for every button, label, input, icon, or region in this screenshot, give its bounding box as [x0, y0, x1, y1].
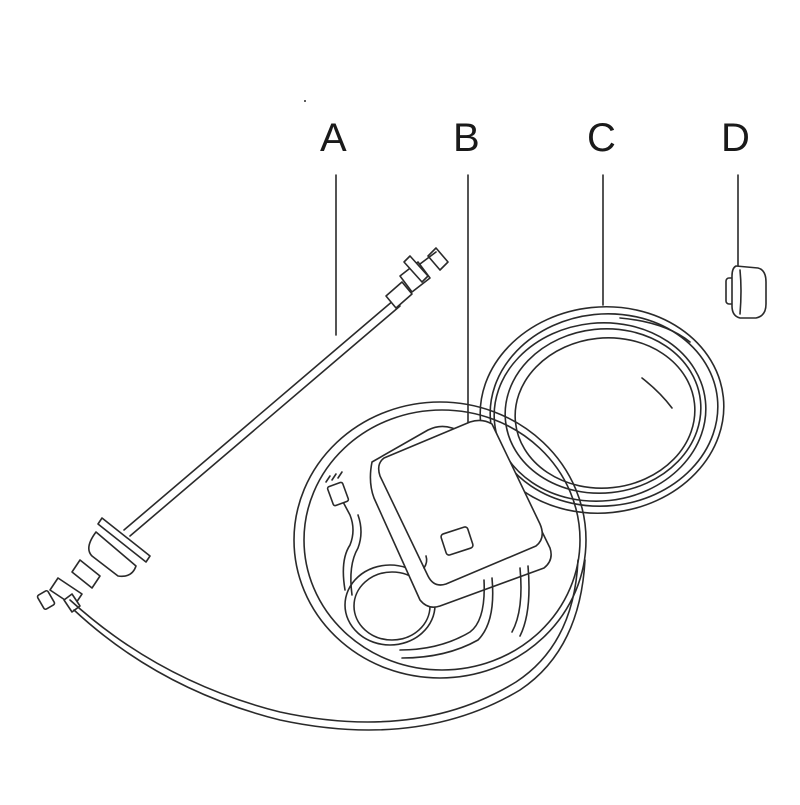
part-label-a: A [320, 116, 347, 160]
control-box-with-coiled-cable-icon [293, 401, 587, 679]
clip-icon [725, 265, 767, 319]
part-label-c: C [587, 116, 616, 160]
probe-rod-with-fittings-icon [36, 247, 586, 731]
part-label-d: D [721, 116, 750, 160]
stray-dot [304, 100, 306, 102]
part-label-b: B [453, 116, 480, 160]
coiled-tubing-icon [479, 305, 725, 515]
